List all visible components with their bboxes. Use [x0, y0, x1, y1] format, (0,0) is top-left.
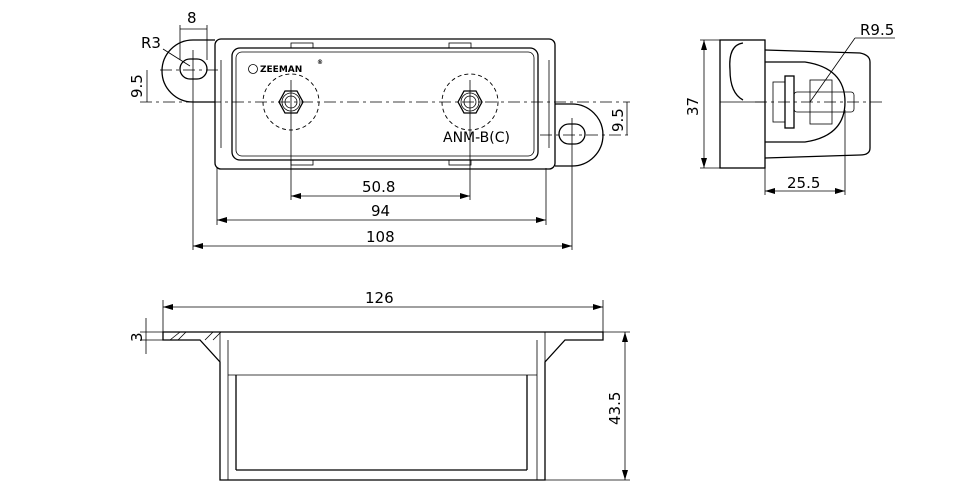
dim-radius-r9-5: R9.5	[860, 21, 894, 39]
logo-icon	[248, 64, 258, 74]
cover-outer	[231, 47, 539, 161]
dim-overall-length: 108	[366, 228, 395, 246]
dim-left-offset: 9.5	[128, 74, 146, 98]
side-view: R9.5 37 25.5	[684, 21, 895, 195]
brand-logo: ZEEMAN	[260, 65, 302, 75]
side-body	[719, 39, 766, 169]
front-view: 126 3 43.5	[128, 289, 630, 481]
model-label: ANM-B(C)	[443, 130, 510, 146]
left-slot	[179, 58, 208, 80]
cover-inner	[235, 51, 535, 157]
top-view: ZEEMAN ® ANM-B(C) 8 R3 9.5	[128, 9, 630, 250]
dim-stud-spacing: 50.8	[362, 178, 395, 196]
left-mounting-tab	[161, 39, 215, 103]
dim-total-height: 43.5	[606, 392, 624, 425]
dim-radius-r3: R3	[141, 34, 161, 52]
dim-flange-length: 126	[365, 289, 394, 307]
svg-text:®: ®	[317, 59, 323, 66]
dim-height: 37	[684, 97, 702, 116]
fuse-holder-body	[214, 38, 556, 170]
dim-slot-width: 8	[187, 9, 197, 27]
dim-depth: 25.5	[787, 174, 820, 192]
dim-body-length: 94	[371, 202, 390, 220]
dim-flange-thickness: 3	[128, 332, 146, 342]
dim-right-offset: 9.5	[609, 108, 627, 132]
